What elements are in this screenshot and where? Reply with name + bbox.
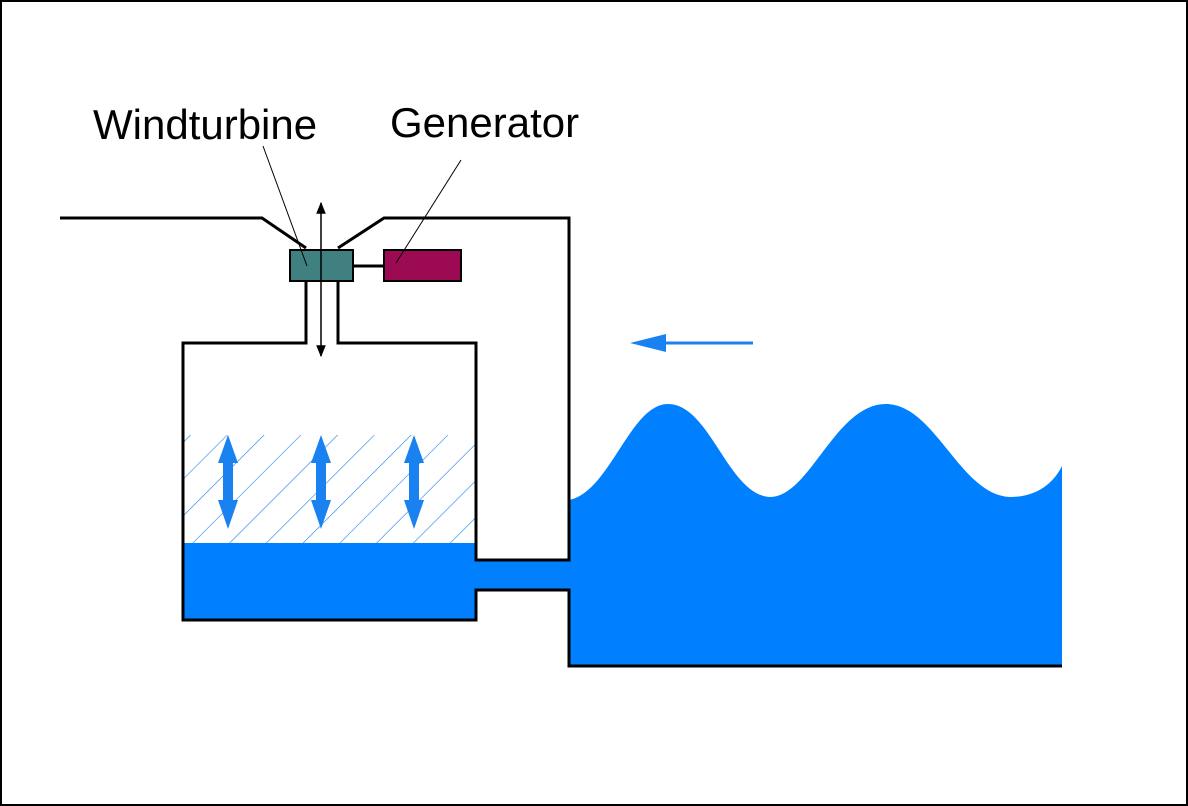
water-motion-arrow-1 <box>218 435 238 529</box>
windturbine-leader <box>262 145 308 267</box>
water-motion-arrow-2 <box>311 435 331 529</box>
generator-label: Generator <box>390 99 579 146</box>
water-motion-arrow-3 <box>404 435 424 529</box>
structure-outline <box>60 216 1062 668</box>
generator-leader <box>395 159 462 264</box>
sea-water <box>569 404 1062 666</box>
water-motion-arrows <box>218 435 424 529</box>
chamber-water <box>183 543 476 620</box>
generator-block <box>383 249 462 282</box>
duct-water <box>476 560 569 590</box>
left-arrow-icon <box>630 334 753 352</box>
windturbine-label: Windturbine <box>93 101 317 148</box>
